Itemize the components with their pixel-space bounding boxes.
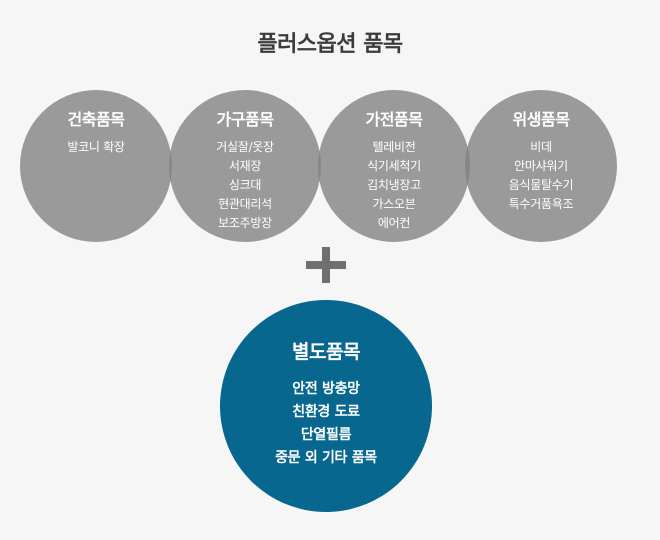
category-item: 거실잘/옷장 <box>216 140 274 154</box>
category-item: 비데 <box>530 140 552 154</box>
category-item: 김치냉장고 <box>367 178 421 192</box>
category-title: 건축품목 <box>67 110 125 129</box>
category-item: 특수거품욕조 <box>508 197 574 211</box>
separate-item-list: 안전 방충망 친환경 도료 단열필름 중문 외 기타 품목 <box>220 378 432 470</box>
plus-icon <box>306 247 346 283</box>
category-item: 식기세척기 <box>367 159 421 173</box>
category-title: 위생품목 <box>512 110 570 129</box>
category-item: 싱크대 <box>228 178 262 192</box>
category-item-list: 거실잘/옷장 서재장 싱크대 현관대리석 보조주방장 <box>169 138 321 233</box>
category-circle-appliances: 가전품목 텔레비전 식기세척기 김치냉장고 가스오븐 에어컨 <box>318 90 470 242</box>
category-item: 에어컨 <box>377 216 411 230</box>
separate-item: 중문 외 기타 품목 <box>275 450 377 466</box>
separate-item: 친환경 도료 <box>292 404 360 420</box>
plus-icon-vertical-bar <box>322 247 330 283</box>
category-item-list: 발코니 확장 <box>20 138 172 157</box>
category-item: 안마샤워기 <box>514 159 568 173</box>
category-item: 텔레비전 <box>372 140 416 154</box>
separate-item: 안전 방충망 <box>292 381 360 397</box>
category-item: 발코니 확장 <box>67 140 125 154</box>
category-title: 가구품목 <box>216 110 274 129</box>
category-circle-furniture: 가구품목 거실잘/옷장 서재장 싱크대 현관대리석 보조주방장 <box>169 90 321 242</box>
category-circle-sanitary: 위생품목 비데 안마샤워기 음식물탈수기 특수거품욕조 <box>465 90 617 242</box>
category-item: 보조주방장 <box>218 216 272 230</box>
separate-item: 단열필름 <box>300 427 352 443</box>
separate-items-circle: 별도품목 안전 방충망 친환경 도료 단열필름 중문 외 기타 품목 <box>220 300 432 512</box>
category-item: 가스오븐 <box>372 197 416 211</box>
category-item-list: 비데 안마샤워기 음식물탈수기 특수거품욕조 <box>465 138 617 214</box>
page-title: 플러스옵션 품목 <box>257 32 403 57</box>
category-title: 가전품목 <box>365 110 423 129</box>
category-item: 음식물탈수기 <box>508 178 574 192</box>
category-item-list: 텔레비전 식기세척기 김치냉장고 가스오븐 에어컨 <box>318 138 470 233</box>
category-item: 서재장 <box>228 159 262 173</box>
category-circle-architecture: 건축품목 발코니 확장 <box>20 90 172 242</box>
category-item: 현관대리석 <box>218 197 272 211</box>
separate-items-title: 별도품목 <box>292 341 360 363</box>
